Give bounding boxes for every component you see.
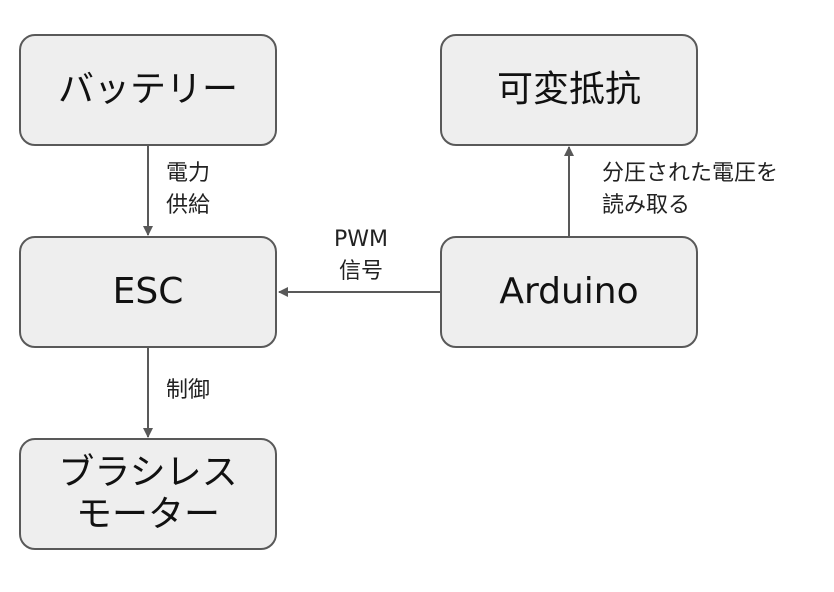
edge-label-read-voltage: 分圧された電圧を 読み取る <box>602 158 778 222</box>
variable-resistor-node: 可変抵抗 <box>440 34 698 146</box>
arduino-node: Arduino <box>440 236 698 348</box>
edge-label-power-supply: 電力 供給 <box>166 158 210 222</box>
variable-resistor-label: 可変抵抗 <box>496 68 641 110</box>
edge-label-control: 制御 <box>166 375 210 407</box>
esc-node: ESC <box>19 236 277 348</box>
brushless-motor-label-line-2: モーター <box>75 494 220 535</box>
battery-node: バッテリー <box>19 34 277 146</box>
edge-label-control-line-1: 制御 <box>166 378 211 403</box>
arduino-label: Arduino <box>499 270 639 312</box>
edge-label-power-supply-line-2: 供給 <box>166 192 211 218</box>
edge-label-pwm-signal-line-1: PWM <box>334 227 389 252</box>
edge-label-pwm-signal-line-2: 信号 <box>339 258 384 284</box>
brushless-motor-label-line-1: ブラシレス <box>58 451 238 493</box>
edge-label-power-supply-line-1: 電力 <box>166 161 211 186</box>
edge-label-read-voltage-line-1: 分圧された電圧を <box>602 161 779 186</box>
esc-label: ESC <box>112 270 184 312</box>
brushless-motor-node: ブラシレス モーター <box>19 438 277 550</box>
edge-label-pwm-signal: PWM 信号 <box>334 224 388 288</box>
battery-label: バッテリー <box>57 68 238 110</box>
edge-label-read-voltage-line-2: 読み取る <box>602 192 691 218</box>
